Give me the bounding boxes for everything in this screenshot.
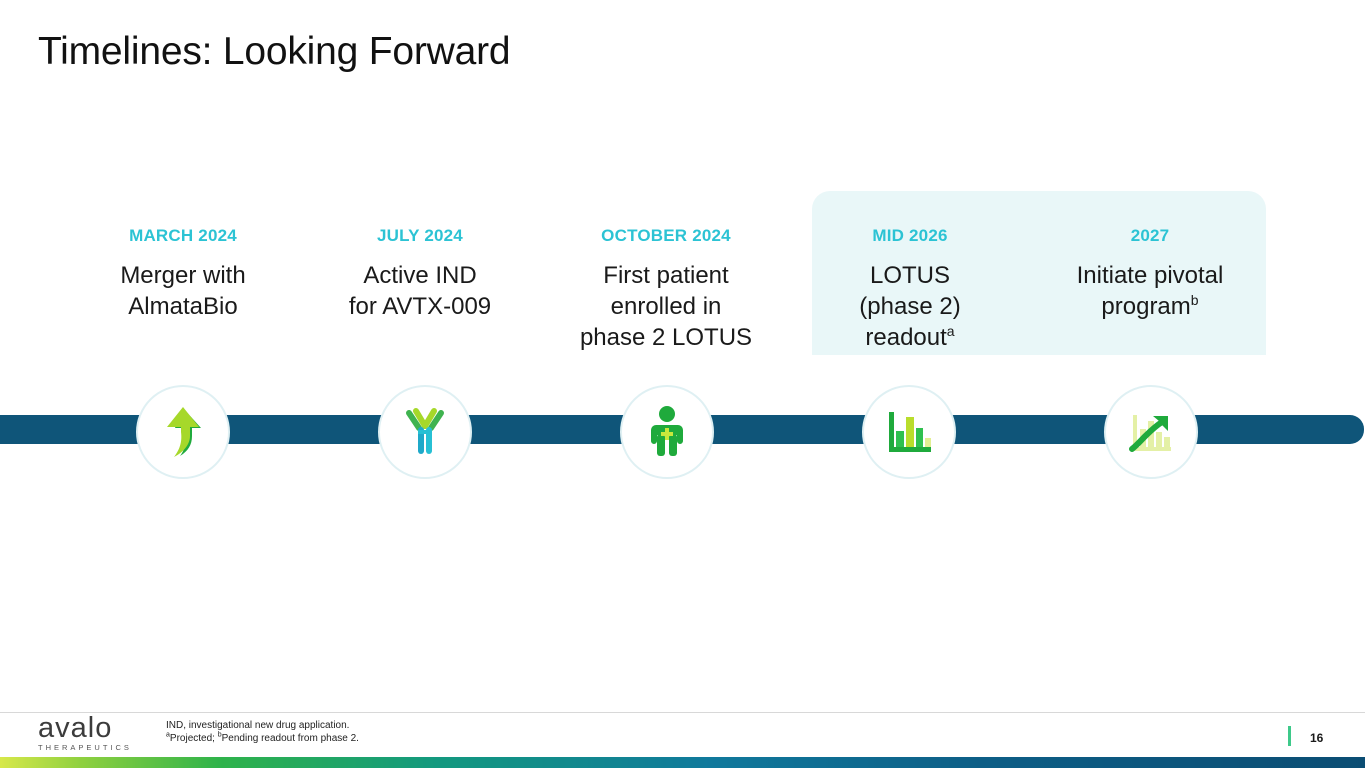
- brand-name: avalo: [38, 712, 113, 744]
- milestone-july-2024: JULY 2024 Active IND for AVTX-009: [305, 226, 535, 322]
- bar-chart-icon: [880, 403, 938, 461]
- milestone-mid-2026: MID 2026 LOTUS (phase 2) readouta: [795, 226, 1025, 353]
- milestone-date-label: OCTOBER 2024: [601, 226, 731, 245]
- patient-icon: [638, 403, 696, 461]
- milestone-line-3: phase 2 LOTUS: [579, 324, 753, 351]
- footer-divider: [0, 712, 1365, 713]
- milestone-line-2-text: program: [1101, 293, 1191, 320]
- milestone-icon-circle-october-2024: [620, 385, 714, 479]
- abbreviation-note: IND, investigational new drug applicatio…: [166, 720, 350, 731]
- milestone-description: Active IND for AVTX-009: [305, 260, 535, 322]
- footnotes: IND, investigational new drug applicatio…: [166, 719, 359, 745]
- footnote-a-text: Projected;: [169, 733, 218, 744]
- antibody-icon: [396, 403, 454, 461]
- milestone-line-2: enrolled in: [610, 293, 722, 320]
- footnote-marker-b: b: [217, 731, 222, 739]
- milestone-icon-circle-mid-2026: [862, 385, 956, 479]
- brand-tagline: THERAPEUTICS: [38, 743, 132, 752]
- milestone-line-1: Active IND: [363, 262, 477, 289]
- page-number: 16: [1310, 731, 1324, 745]
- milestone-october-2024: OCTOBER 2024 First patient enrolled in p…: [551, 226, 781, 353]
- milestone-icon-circle-march-2024: [136, 385, 230, 479]
- milestone-icon-circle-july-2024: [378, 385, 472, 479]
- milestone-date-label: MID 2026: [872, 226, 948, 245]
- page-title: Timelines: Looking Forward: [38, 30, 511, 73]
- footnote-marker-a: a: [946, 323, 955, 339]
- milestone-line-3-text: readout: [865, 324, 947, 351]
- milestone-line-2: (phase 2): [859, 293, 961, 320]
- milestone-description: Initiate pivotal programb: [1035, 260, 1265, 322]
- milestone-line-1: LOTUS: [869, 262, 950, 289]
- growth-arrow-chart-icon: [1122, 403, 1180, 461]
- milestone-2027: 2027 Initiate pivotal programb: [1035, 226, 1265, 322]
- milestone-line-1: Initiate pivotal: [1076, 262, 1224, 289]
- milestone-line-3: readouta: [795, 322, 1025, 353]
- milestone-description: Merger with AlmataBio: [68, 260, 298, 322]
- future-milestones-highlight-panel: [812, 191, 1266, 355]
- milestone-date-label: 2027: [1130, 226, 1170, 245]
- footnote-b-text: Pending readout from phase 2.: [221, 733, 359, 744]
- milestone-description: First patient enrolled in phase 2 LOTUS: [551, 260, 781, 353]
- footnote-marker-b: b: [1190, 292, 1199, 308]
- milestone-description: LOTUS (phase 2) readouta: [795, 260, 1025, 353]
- milestone-icon-circle-2027: [1104, 385, 1198, 479]
- avalo-logo: avalo THERAPEUTICS: [38, 714, 148, 753]
- page-number-accent-bar: [1288, 726, 1291, 746]
- milestone-line-1: First patient: [603, 262, 729, 289]
- superscript-notes: aProjected; bPending readout from phase …: [166, 732, 359, 745]
- milestone-date-label: JULY 2024: [377, 226, 463, 245]
- footnote-marker-a: a: [166, 731, 170, 739]
- bottom-gradient-strip: [0, 757, 1365, 768]
- milestone-line-1: Merger with: [120, 262, 246, 289]
- milestone-line-2: AlmataBio: [128, 293, 238, 320]
- milestone-line-2: programb: [1035, 291, 1265, 322]
- milestone-line-2: for AVTX-009: [348, 293, 492, 320]
- merging-arrows-icon: [154, 403, 212, 461]
- milestone-march-2024: MARCH 2024 Merger with AlmataBio: [68, 226, 298, 322]
- milestone-date-label: MARCH 2024: [129, 226, 237, 245]
